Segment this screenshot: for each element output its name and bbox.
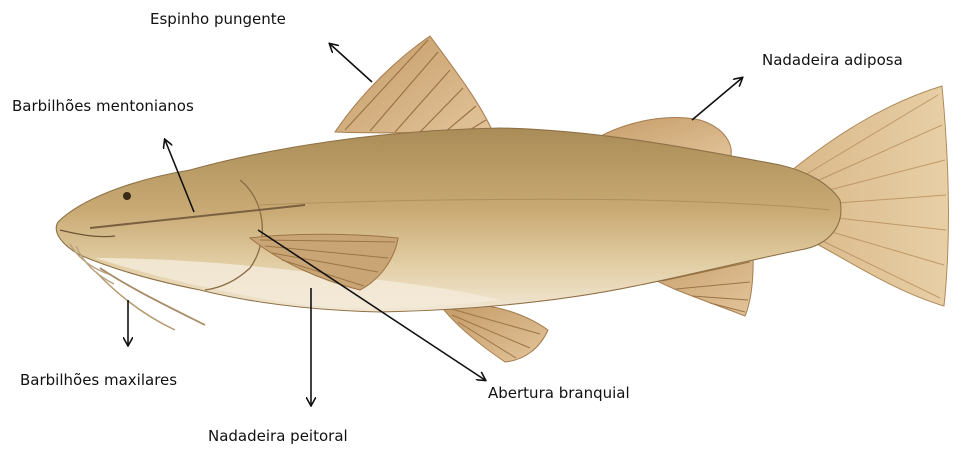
label-barbilhoes-maxilares: Barbilhões maxilares xyxy=(20,371,177,389)
arrow-nadadeira-adiposa xyxy=(692,78,742,120)
arrow-espinho-pungente xyxy=(330,44,372,82)
label-espinho-pungente: Espinho pungente xyxy=(150,10,286,28)
label-nadadeira-adiposa: Nadadeira adiposa xyxy=(762,51,903,69)
label-nadadeira-peitoral: Nadadeira peitoral xyxy=(208,427,348,445)
label-abertura-branquial: Abertura branquial xyxy=(488,384,630,402)
dorsal-fin xyxy=(335,36,492,133)
label-barbilhoes-mentonianos: Barbilhões mentonianos xyxy=(12,97,194,115)
fish-eye xyxy=(123,192,131,200)
